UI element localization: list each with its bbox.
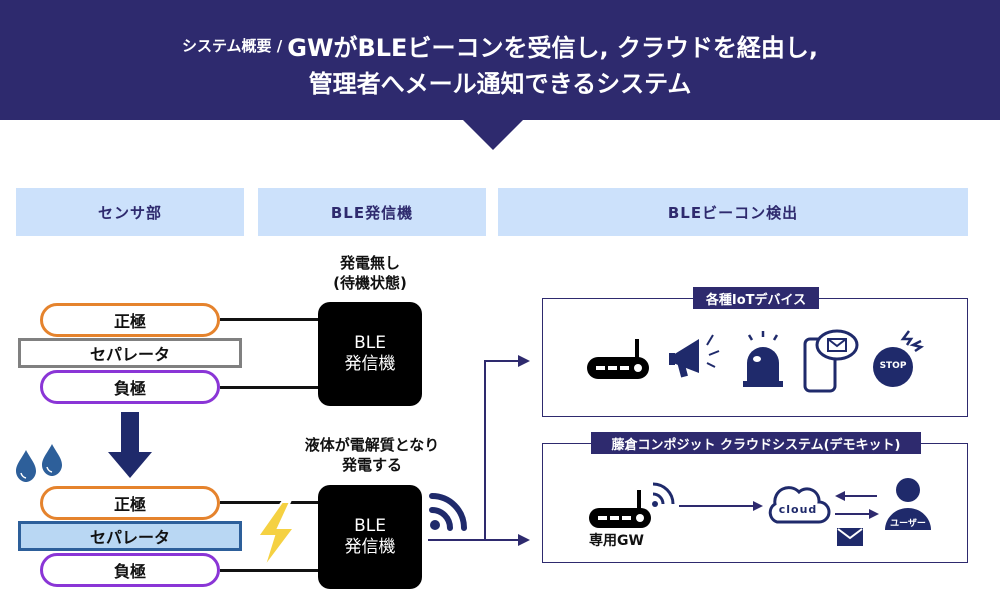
standby-note-line1: 発電無し [339, 254, 400, 272]
banner-title: GWがBLEビーコンを受信し, クラウドを経由し, [287, 34, 819, 62]
water-droplets-icon [16, 444, 62, 482]
smartphone-mail-icon [803, 329, 859, 393]
positive-electrode-wet: 正極 [40, 486, 220, 520]
banner-title-line1: システム概要 / GWがBLEビーコンを受信し, クラウドを経由し, [0, 28, 1000, 63]
ble-transmitter-active: BLE 発信機 [318, 485, 422, 589]
user-icon [885, 478, 931, 530]
standby-note: 発電無し (待機状態) [290, 253, 450, 294]
cloud-icon [768, 486, 831, 524]
gateway-label: 専用GW [589, 533, 644, 549]
user-label: ユーザー [890, 519, 926, 529]
wire-positive-wet [220, 501, 320, 504]
column-header-sensor: センサ部 [16, 188, 244, 236]
gateway-router-icon [589, 482, 675, 528]
banner-subtitle: システム概要 / [181, 37, 283, 55]
negative-electrode-wet: 負極 [40, 553, 220, 587]
arrow-gateway-to-cloud-icon [679, 501, 763, 511]
signal-connector [428, 355, 530, 546]
ble-transmitter-label-line1: BLE [354, 515, 386, 536]
banner-title-line2: 管理者へメール通知できるシステム [308, 70, 692, 98]
iot-panel-title: 各種IoTデバイス [693, 287, 819, 309]
down-arrow-icon [108, 412, 152, 478]
ble-transmitter-standby: BLE 発信機 [318, 302, 422, 406]
cloud-label: cloud [778, 503, 818, 516]
lightning-icon [256, 501, 296, 569]
banner-pointer [462, 119, 524, 150]
separator-dry: セパレータ [18, 338, 242, 368]
bidirectional-arrows-icon [835, 491, 879, 519]
separator-wet: セパレータ [18, 521, 242, 551]
alarm-light-icon [743, 331, 783, 387]
arrow-to-iot-icon [518, 355, 530, 367]
stop-button-icon [873, 330, 925, 387]
cloud-panel-title: 藤倉コンポジット クラウドシステム(デモキット) [591, 432, 921, 454]
standby-note-line2: (待機状態) [333, 274, 407, 293]
arrow-to-cloud-icon [518, 534, 530, 546]
wire-negative-dry [220, 386, 320, 389]
generation-note-line2: 発電する [341, 456, 402, 475]
megaphone-icon [669, 334, 720, 378]
ble-transmitter-label-line2: 発信機 [344, 354, 396, 374]
ble-transmitter-label-line2: 発信機 [344, 537, 396, 557]
mail-icon [837, 528, 863, 546]
generation-note-line1: 液体が電解質となり [304, 436, 440, 454]
wire-negative-wet [220, 569, 320, 572]
ble-transmitter-label-line1: BLE [354, 332, 386, 353]
wire-positive-dry [220, 318, 320, 321]
cloud-system-panel: 藤倉コンポジット クラウドシステム(デモキット) 専用GW cloud ユーザー [542, 432, 968, 563]
negative-electrode-dry: 負極 [40, 370, 220, 404]
header-banner: システム概要 / GWがBLEビーコンを受信し, クラウドを経由し, 管理者へメ… [0, 0, 1000, 120]
wireless-signal-icon [429, 493, 467, 531]
column-header-ble-transmitter: BLE発信機 [258, 188, 486, 236]
router-icon [587, 339, 649, 379]
generation-note: 液体が電解質となり 発電する [282, 435, 462, 476]
stop-label: STOP [879, 361, 907, 371]
column-header-ble-detection: BLEビーコン検出 [498, 188, 968, 236]
positive-electrode-dry: 正極 [40, 303, 220, 337]
iot-devices-panel: 各種IoTデバイス STOP [542, 287, 968, 417]
